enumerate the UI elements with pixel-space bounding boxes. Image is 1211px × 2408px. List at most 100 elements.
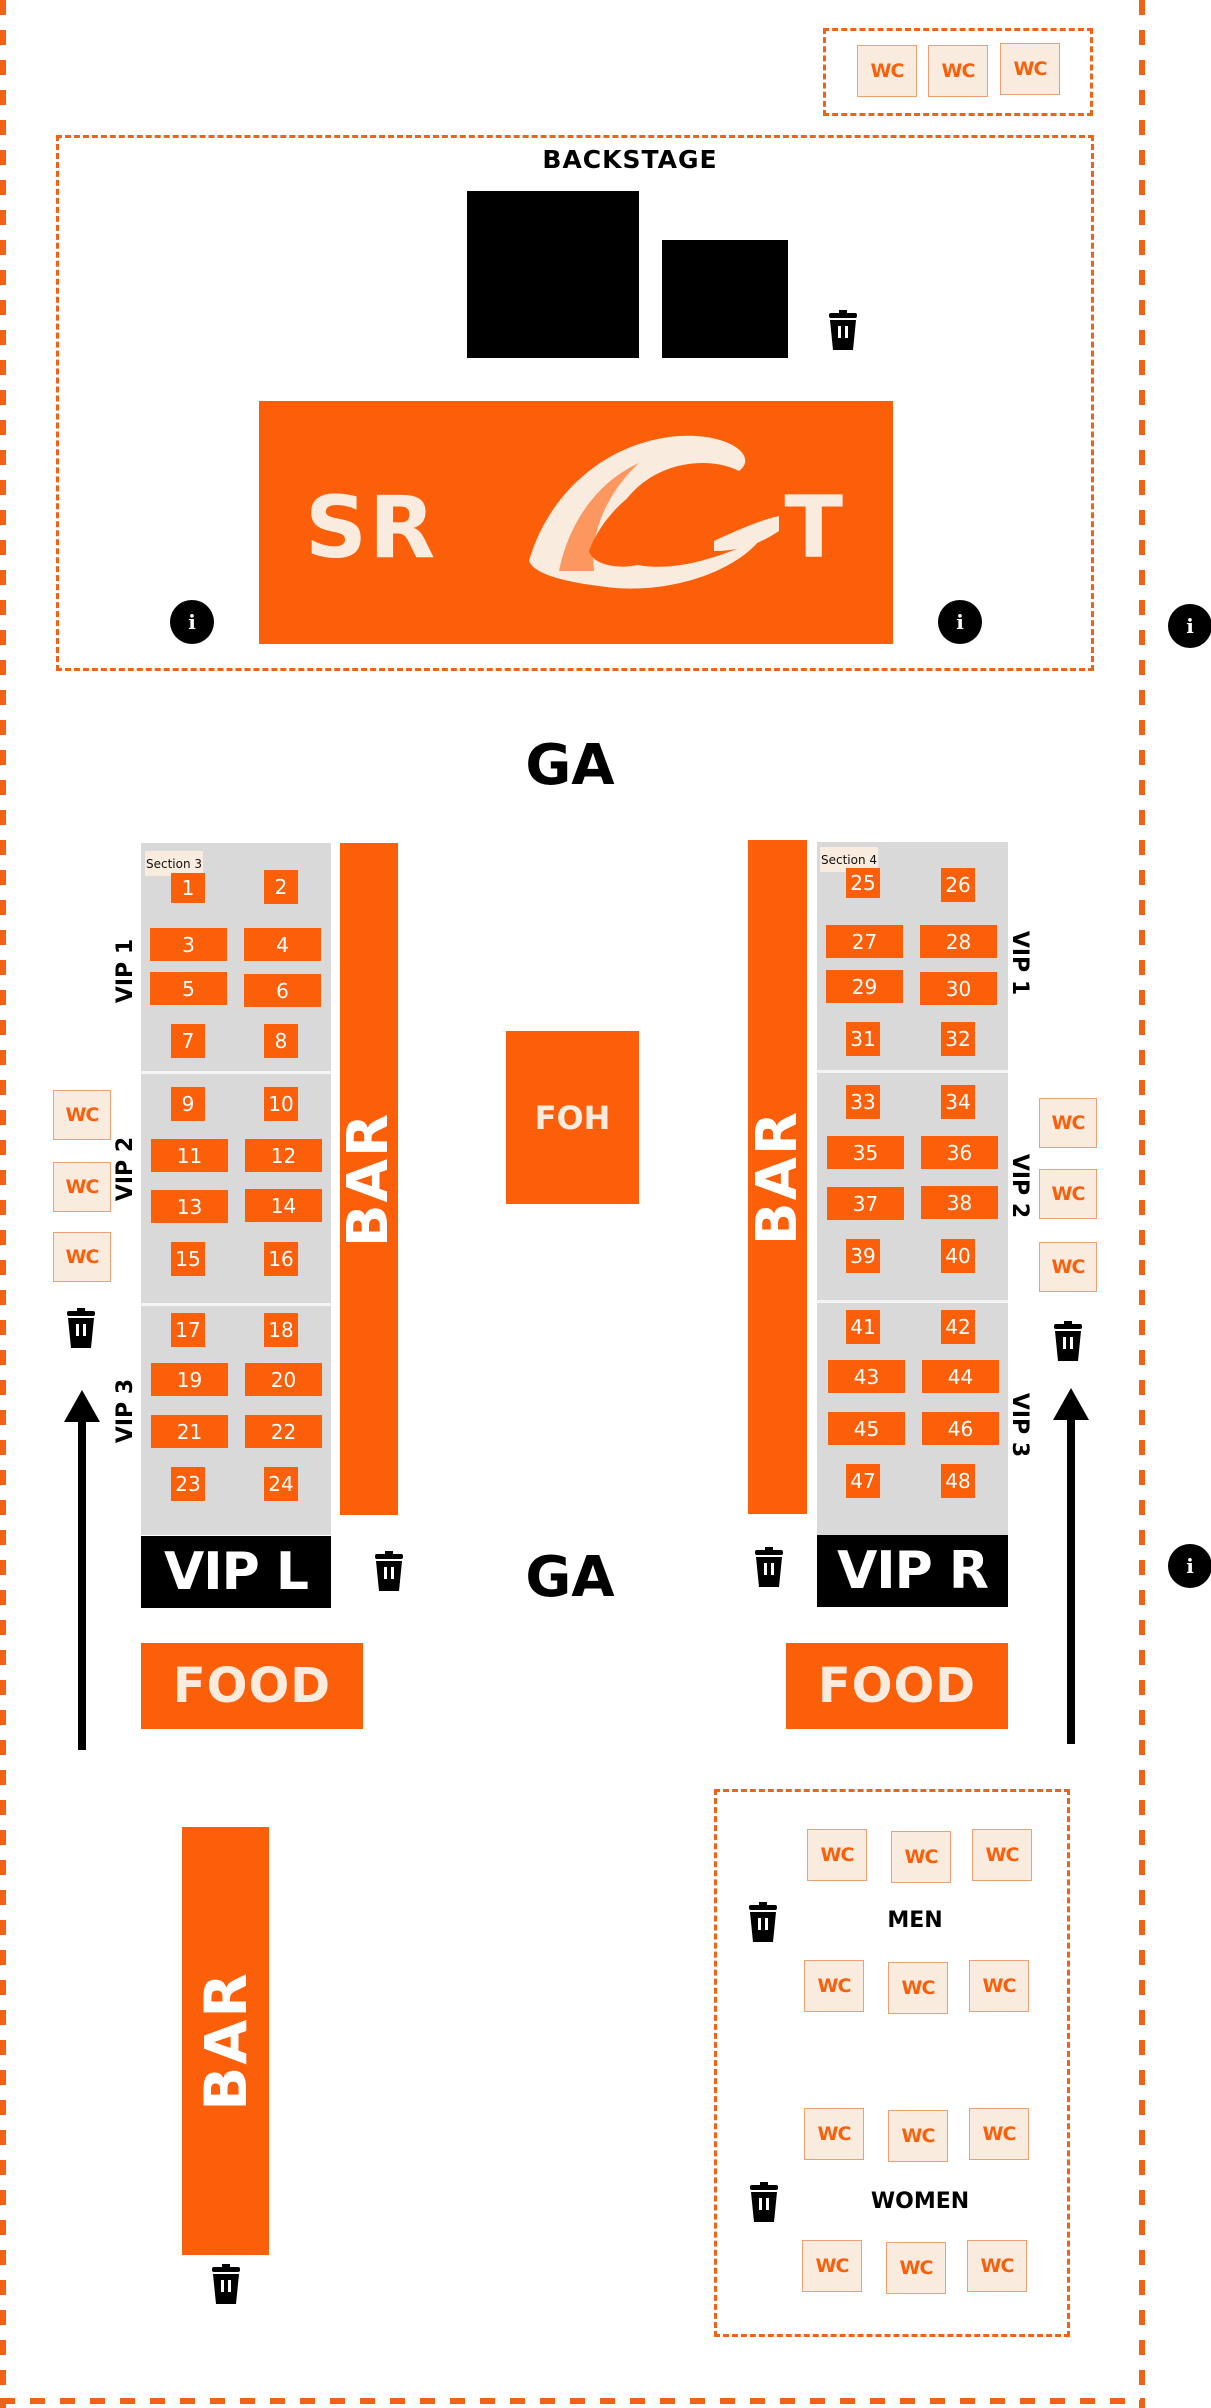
seat-7[interactable]: 7: [171, 1024, 205, 1058]
bar-bottom-left: BAR: [182, 1827, 269, 2255]
seat-20[interactable]: 20: [245, 1363, 322, 1396]
seat-36[interactable]: 36: [921, 1136, 998, 1169]
wc-women-3[interactable]: WC: [969, 2108, 1029, 2160]
wc-men-1[interactable]: WC: [807, 1829, 867, 1881]
vip-l-label: VIP L: [164, 1542, 309, 1602]
seat-45[interactable]: 45: [828, 1412, 905, 1445]
seat-15[interactable]: 15: [171, 1242, 205, 1276]
arrow-up-icon: [1053, 1388, 1089, 1744]
trash-bin-icon: [752, 1547, 786, 1589]
info-icon[interactable]: i: [1168, 604, 1211, 648]
stage-logo-wave: [529, 435, 779, 589]
seat-6[interactable]: 6: [244, 974, 321, 1007]
seat-47[interactable]: 47: [846, 1464, 880, 1498]
toilets-zone: [714, 1789, 1070, 2337]
backstage-zone: [56, 135, 1094, 671]
wc-men-6[interactable]: WC: [969, 1960, 1029, 2012]
wc-men-4[interactable]: WC: [804, 1960, 864, 2012]
trash-bin-icon: [746, 1902, 780, 1944]
seat-14[interactable]: 14: [245, 1189, 322, 1222]
seat-1[interactable]: 1: [171, 873, 205, 903]
wc-women-6[interactable]: WC: [967, 2240, 1027, 2292]
seat-25[interactable]: 25: [846, 868, 880, 898]
seat-11[interactable]: 11: [151, 1139, 228, 1172]
wc-top-2[interactable]: WC: [928, 45, 988, 97]
foh-booth: FOH: [506, 1031, 639, 1204]
wc-left-3[interactable]: WC: [53, 1232, 111, 1282]
wc-left-1[interactable]: WC: [53, 1090, 111, 1140]
seat-29[interactable]: 29: [826, 970, 903, 1003]
seat-8[interactable]: 8: [264, 1024, 298, 1058]
trash-bin-icon: [209, 2264, 243, 2306]
info-icon[interactable]: i: [938, 600, 982, 644]
seat-17[interactable]: 17: [171, 1313, 205, 1347]
seat-37[interactable]: 37: [827, 1187, 904, 1220]
wc-top-3[interactable]: WC: [1000, 43, 1060, 95]
seat-24[interactable]: 24: [264, 1467, 298, 1501]
main-stage: SR T: [259, 401, 893, 644]
wc-men-3[interactable]: WC: [972, 1829, 1032, 1881]
vip1-right-label: VIP 1: [1007, 930, 1033, 996]
seat-10[interactable]: 10: [264, 1087, 298, 1121]
seat-48[interactable]: 48: [941, 1464, 975, 1498]
wc-women-5[interactable]: WC: [886, 2242, 946, 2294]
venue-boundary-left: [0, 0, 6, 2408]
wc-men-5[interactable]: WC: [888, 1962, 948, 2014]
vip-l-area: VIP L: [141, 1536, 331, 1608]
seat-44[interactable]: 44: [922, 1360, 999, 1393]
seat-41[interactable]: 41: [846, 1310, 880, 1344]
vip2-left-label: VIP 2: [112, 1136, 138, 1202]
info-icon[interactable]: i: [170, 600, 214, 644]
backstage-label: BACKSTAGE: [542, 144, 718, 174]
seat-23[interactable]: 23: [171, 1467, 205, 1501]
trash-bin-icon: [747, 2182, 781, 2224]
seat-27[interactable]: 27: [826, 925, 903, 958]
food-right-label: FOOD: [817, 1658, 977, 1714]
seat-21[interactable]: 21: [151, 1415, 228, 1448]
seat-9[interactable]: 9: [171, 1087, 205, 1121]
wc-women-1[interactable]: WC: [804, 2108, 864, 2160]
arrow-up-icon: [64, 1390, 100, 1750]
seat-12[interactable]: 12: [245, 1139, 322, 1172]
seat-18[interactable]: 18: [264, 1313, 298, 1347]
bar-left: BAR: [337, 843, 402, 1515]
wc-women-4[interactable]: WC: [802, 2240, 862, 2292]
wc-left-2[interactable]: WC: [53, 1162, 111, 1212]
seat-4[interactable]: 4: [244, 928, 321, 961]
women-label: WOMEN: [870, 2188, 970, 2214]
seat-34[interactable]: 34: [941, 1085, 975, 1119]
seat-31[interactable]: 31: [846, 1022, 880, 1056]
seat-28[interactable]: 28: [920, 925, 997, 958]
wc-right-1[interactable]: WC: [1039, 1098, 1097, 1148]
seat-38[interactable]: 38: [921, 1186, 998, 1219]
wc-top-1[interactable]: WC: [857, 45, 917, 97]
seat-40[interactable]: 40: [941, 1239, 975, 1273]
wc-women-2[interactable]: WC: [888, 2110, 948, 2162]
wc-right-3[interactable]: WC: [1039, 1242, 1097, 1292]
seat-39[interactable]: 39: [846, 1239, 880, 1273]
trash-bin-icon: [372, 1551, 406, 1593]
seat-35[interactable]: 35: [827, 1136, 904, 1169]
trash-bin-icon: [64, 1308, 98, 1350]
wc-men-2[interactable]: WC: [891, 1831, 951, 1883]
trash-bin-icon: [826, 310, 860, 352]
seat-32[interactable]: 32: [941, 1022, 975, 1056]
seat-43[interactable]: 43: [828, 1360, 905, 1393]
seat-46[interactable]: 46: [922, 1412, 999, 1445]
seat-3[interactable]: 3: [150, 928, 227, 961]
seat-30[interactable]: 30: [920, 972, 997, 1005]
seat-13[interactable]: 13: [151, 1190, 228, 1223]
food-left-label: FOOD: [172, 1658, 332, 1714]
vip-divider: [141, 1303, 331, 1306]
info-icon[interactable]: i: [1168, 1544, 1211, 1588]
seat-22[interactable]: 22: [245, 1415, 322, 1448]
seat-19[interactable]: 19: [151, 1363, 228, 1396]
seat-5[interactable]: 5: [150, 972, 227, 1005]
seat-26[interactable]: 26: [941, 868, 975, 902]
seat-16[interactable]: 16: [264, 1242, 298, 1276]
wc-right-2[interactable]: WC: [1039, 1169, 1097, 1219]
bar-bottom-label: BAR: [191, 1971, 260, 2111]
seat-42[interactable]: 42: [941, 1310, 975, 1344]
seat-2[interactable]: 2: [264, 870, 298, 904]
seat-33[interactable]: 33: [846, 1085, 880, 1119]
